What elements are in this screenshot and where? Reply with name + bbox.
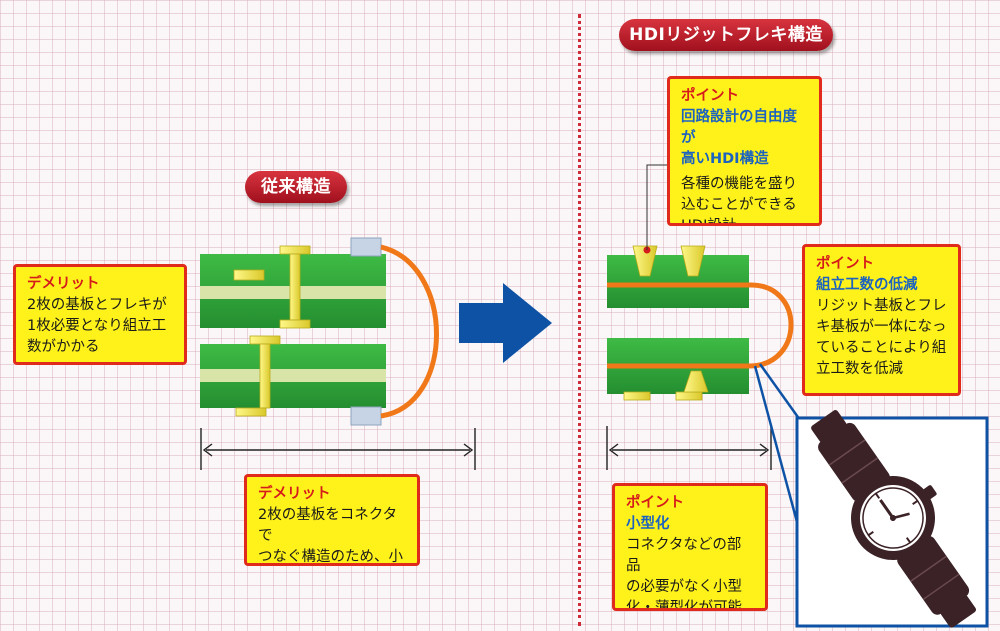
- demerit-left-text: 2枚の基板とフレキが 1枚必要となり組立工 数がかかる: [27, 297, 167, 355]
- demerit-left-box: デメリット 2枚の基板とフレキが 1枚必要となり組立工 数がかかる: [13, 264, 187, 365]
- point-bottom-box: ポイント 小型化 コネクタなどの部品 の必要がなく小型 化・薄型化が可能: [612, 483, 768, 611]
- point-right-head: ポイント: [816, 256, 874, 272]
- point-bottom-text: コネクタなどの部品 の必要がなく小型 化・薄型化が可能: [626, 537, 742, 611]
- hdi-pointer-leader: [646, 164, 667, 250]
- hdi-lower-board: [607, 338, 749, 401]
- point-top-box: ポイント 回路設計の自由度が 高いHDI構造 各種の機能を盛り 込むことができる…: [667, 76, 822, 226]
- hdi-upper-board: [607, 245, 749, 308]
- hdi-dimension-line: [606, 426, 772, 470]
- conventional-upper-board: [200, 245, 386, 329]
- wristwatch-icon: [811, 410, 977, 628]
- point-top-sub: 回路設計の自由度が 高いHDI構造: [681, 109, 797, 167]
- demerit-bottom-box: デメリット 2枚の基板をコネクタで つなぐ構造のため、小型 化が困難: [244, 474, 420, 566]
- point-top-head: ポイント: [681, 88, 739, 104]
- conventional-lower-board: [200, 335, 386, 417]
- center-divider: [578, 14, 581, 626]
- point-right-box: ポイント 組立工数の低減 リジット基板とフレ キ基板が一体になっ ていることによ…: [802, 244, 961, 396]
- right-arrow-icon: [459, 283, 552, 363]
- conventional-dimension-line: [200, 428, 476, 470]
- demerit-left-head: デメリット: [27, 276, 100, 292]
- point-right-sub: 組立工数の低減: [816, 277, 918, 293]
- conventional-flex-cable: [380, 244, 439, 419]
- point-top-text: 各種の機能を盛り 込むことができる HDI設計: [681, 176, 797, 226]
- hdi-title-badge: HDIリジットフレキ構造: [619, 19, 833, 51]
- conventional-connectors: [350, 237, 382, 426]
- demerit-bottom-head: デメリット: [258, 486, 331, 502]
- point-bottom-sub: 小型化: [626, 516, 670, 532]
- watch-callout-lines: [753, 363, 802, 523]
- point-bottom-head: ポイント: [626, 495, 684, 511]
- conventional-title-badge: 従来構造: [245, 171, 347, 203]
- point-right-text: リジット基板とフレ キ基板が一体になっ ていることにより組 立工数を低減: [816, 298, 947, 377]
- demerit-bottom-text: 2枚の基板をコネクタで つなぐ構造のため、小型 化が困難: [258, 507, 403, 565]
